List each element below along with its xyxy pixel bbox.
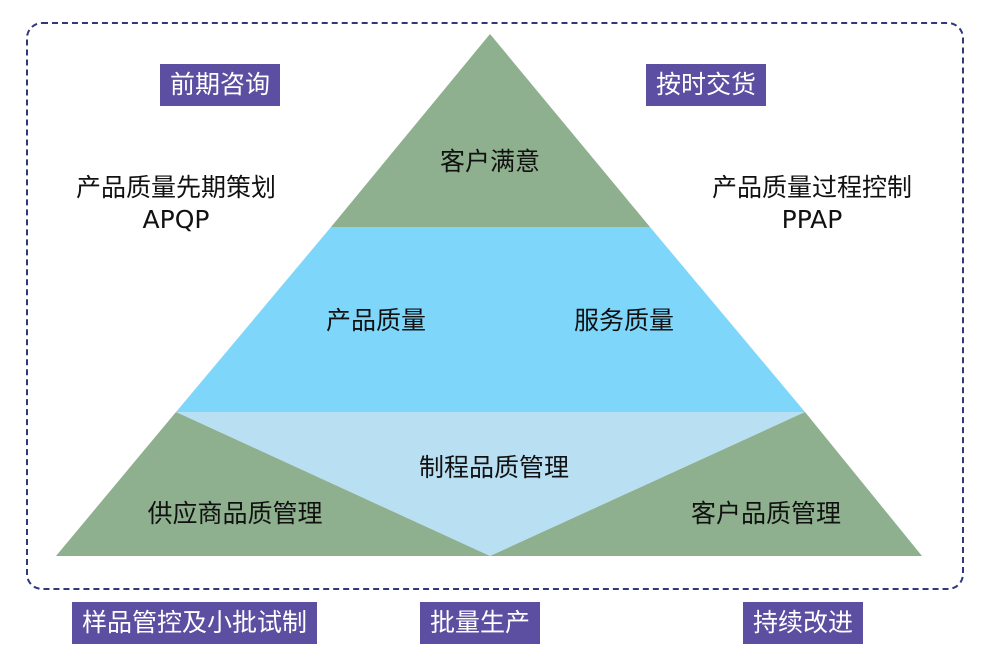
- label-sample-control: 样品管控及小批试制: [72, 602, 318, 644]
- ppap-note-line2: PPAP: [781, 205, 843, 234]
- ppap-note-line1: 产品质量过程控制: [711, 173, 913, 202]
- pyramid-process-quality-text: 制程品质管理: [418, 453, 570, 482]
- label-mass-production: 批量生产: [420, 602, 541, 644]
- pyramid-service-quality-text: 服务质量: [573, 306, 675, 335]
- pyramid-top-text: 客户满意: [439, 147, 541, 176]
- pyramid-middle-section: [176, 227, 805, 412]
- pyramid-top-section: [331, 34, 650, 227]
- apqp-note-line1: 产品质量先期策划: [75, 173, 277, 202]
- apqp-note: 产品质量先期策划 APQP: [76, 172, 276, 236]
- pyramid-center-lower-section: [176, 412, 805, 556]
- ppap-note: 产品质量过程控制 PPAP: [712, 172, 912, 236]
- pyramid-customer-quality-text: 客户品质管理: [690, 499, 842, 528]
- pyramid-supplier-quality-text: 供应商品质管理: [147, 499, 323, 528]
- label-continuous-improvement: 持续改进: [743, 602, 864, 644]
- label-pre-consulting: 前期咨询: [160, 64, 281, 106]
- apqp-note-line2: APQP: [142, 205, 210, 234]
- pyramid-bottom-right-section: [490, 412, 922, 556]
- pyramid-bottom-left-section: [56, 412, 490, 556]
- pyramid-product-quality-text: 产品质量: [325, 306, 427, 335]
- dashed-frame: [26, 22, 964, 590]
- label-on-time-delivery: 按时交货: [646, 64, 767, 106]
